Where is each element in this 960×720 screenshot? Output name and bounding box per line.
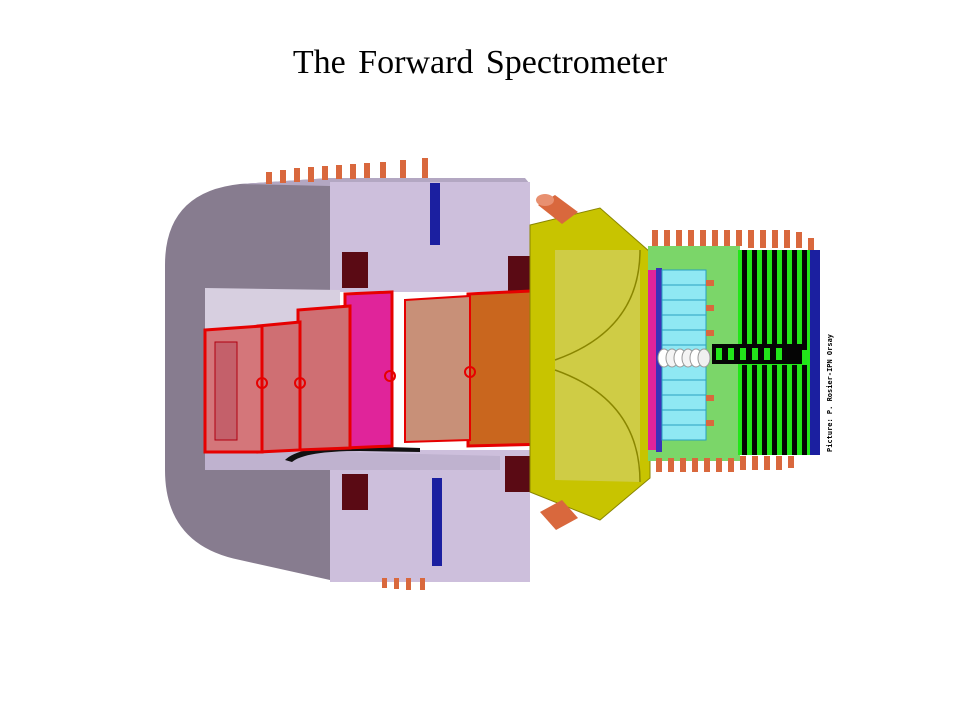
beam-hole (256, 377, 268, 389)
chamber-magenta (343, 290, 394, 450)
beam-hole (384, 370, 396, 382)
pole-block (505, 456, 531, 492)
detector-bottom-cables (656, 456, 794, 472)
beam-hole (294, 377, 306, 389)
detector-end-plate (810, 250, 820, 455)
pole-block (342, 252, 368, 288)
chamber-red-3 (296, 304, 352, 452)
yoke-front-lower (330, 450, 530, 582)
slide-title: The Forward Spectrometer (292, 44, 668, 81)
detector-magenta-plate (648, 270, 656, 450)
horn-cylinder-bottom (540, 500, 578, 530)
cyan-panel-lines (662, 284, 706, 426)
magnet-top-cables (266, 158, 428, 184)
horn-inner (555, 250, 640, 482)
cherenkov-horn (529, 194, 651, 530)
detector-side-cables (706, 280, 714, 426)
horn-cylinder-cap (536, 194, 554, 206)
chamber-mid-translucent (404, 294, 471, 444)
horn-curve (554, 369, 641, 483)
detector-block (648, 246, 820, 461)
beam-pipe (657, 348, 711, 368)
beam-hole (464, 366, 476, 378)
yoke-gap-floor (205, 452, 500, 470)
horn-curve (554, 249, 641, 361)
detector-top-cables (652, 230, 814, 250)
calorimeter-strips (712, 250, 810, 455)
magnet-bottom-cables (382, 578, 425, 590)
chamber-inner-panel (214, 341, 238, 441)
pole-block (342, 474, 368, 510)
coil-bar-top (430, 183, 440, 245)
coil-bar-bottom (432, 478, 442, 566)
picture-credit: Picture: P. Rosier-IPN Orsay (826, 333, 834, 452)
